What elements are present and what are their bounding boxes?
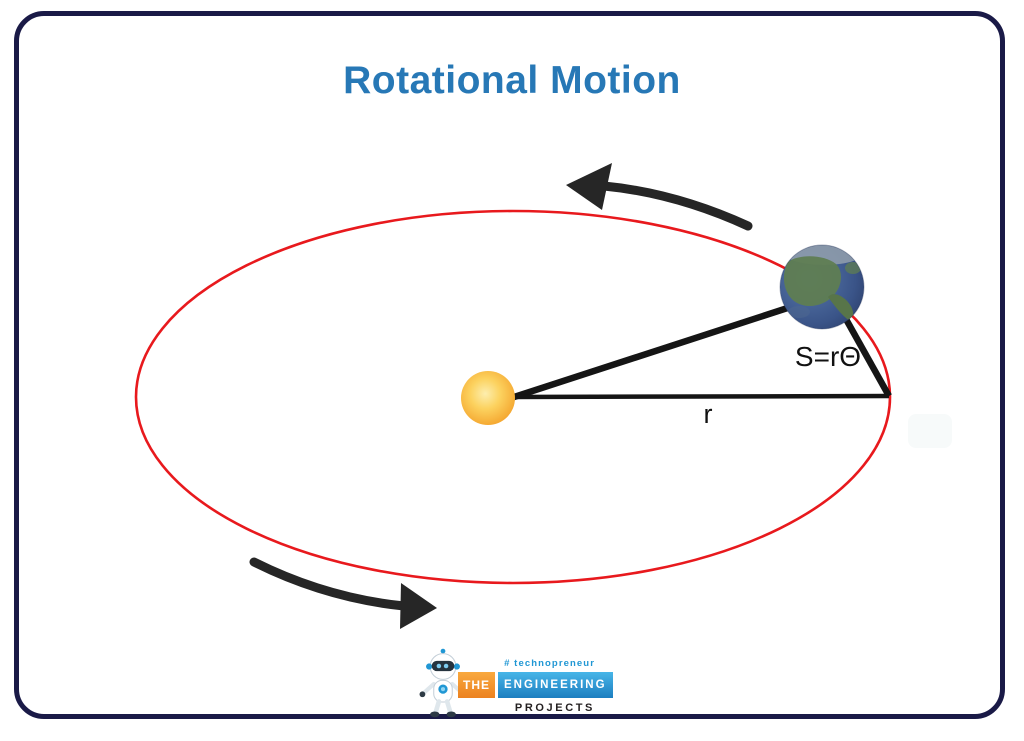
sun-icon — [461, 371, 515, 425]
line-sun-to-earth — [509, 298, 808, 402]
rotation-arrow-bottom-icon — [249, 557, 437, 629]
arc-length-label: S=rΘ — [795, 341, 861, 372]
line-radius-r — [510, 393, 890, 400]
logo-word-projects: PROJECTS — [514, 702, 595, 714]
logo-wordmark: THE ENGINEERING — [458, 672, 613, 698]
faint-watermark — [908, 414, 952, 448]
page-title: Rotational Motion — [343, 59, 681, 102]
rotation-arrow-top-icon — [566, 163, 753, 231]
earth-icon — [779, 244, 865, 330]
radius-label: r — [704, 399, 713, 429]
line-arc-chord — [839, 310, 892, 398]
robot-mascot-icon — [419, 648, 467, 718]
brand-logo: # technopreneur THE ENGINEERING PROJECTS — [414, 647, 613, 721]
logo-tagline: # technopreneur — [504, 658, 595, 669]
logo-word-the: THE — [458, 672, 495, 698]
logo-word-engineering: ENGINEERING — [498, 672, 613, 698]
figure-border — [14, 11, 1005, 719]
orbit-ellipse — [134, 209, 892, 585]
